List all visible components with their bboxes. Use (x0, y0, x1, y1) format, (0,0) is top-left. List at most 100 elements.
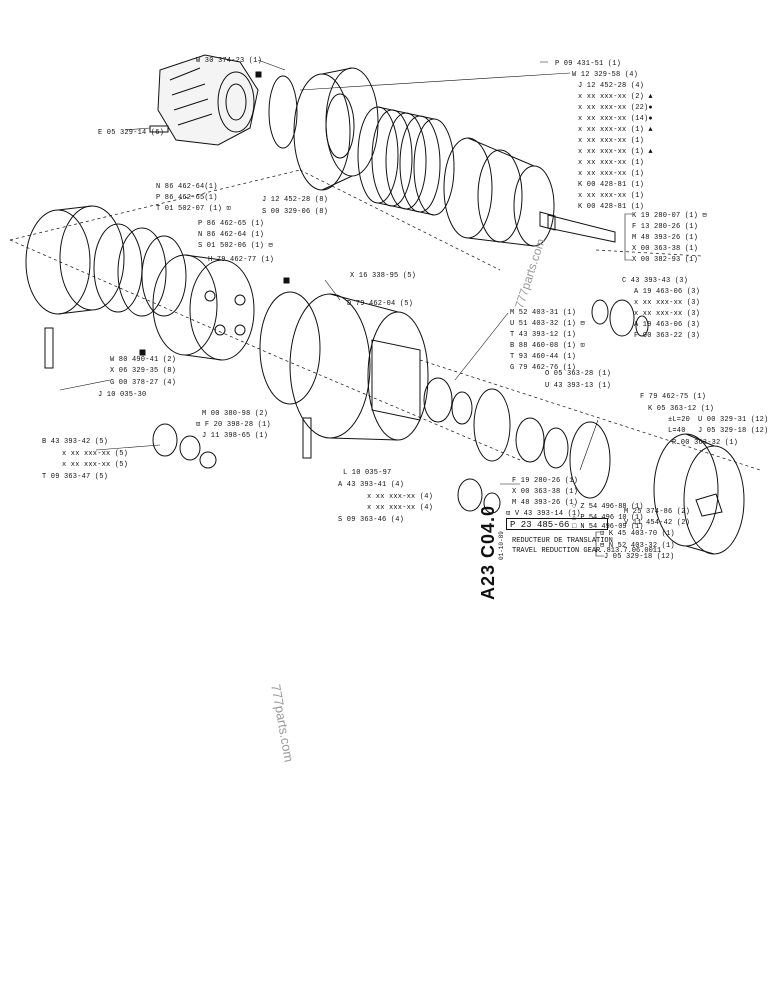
lower-bearings (152, 423, 501, 514)
part-label-f19: F 19 280-26 (1) (512, 477, 579, 485)
part-label-k00a: K 00 428-81 (1) (578, 181, 645, 189)
part-number-box: P 23 485-66 (506, 518, 608, 530)
drawing-date: 01-10-89 (498, 531, 505, 560)
part-label-l20: ±L=20 (668, 416, 691, 424)
o-ring (268, 75, 298, 149)
part-label-t93: T 93 460-44 (1) (510, 353, 577, 361)
part-label-b88: B 88 460-08 (1) ⊡ (510, 342, 585, 350)
legend-item: ○ Z 54 496-88 (1) (572, 503, 643, 511)
part-label-u00: U 00 329-31 (12) (698, 416, 769, 424)
part-label-x00c: X 00 363-38 (1) (512, 488, 579, 496)
part-label-x1: x xx xxx-xx (2) ▲ (578, 93, 653, 101)
part-label-j05a: J 05 329-18 (12) (698, 427, 769, 435)
part-label-f20: ⊡ F 20 398-28 (1) (196, 421, 271, 429)
ring-gear-rings (25, 205, 187, 317)
hydraulic-motor (149, 54, 259, 146)
part-label-m48a: M 48 393-26 (1) (632, 234, 699, 242)
part-label-g79: G 79 462-76 (1) (510, 364, 577, 372)
plug-left (44, 327, 54, 369)
title-english: TRAVEL REDUCTION GEAR (512, 547, 601, 555)
part-label-v43: ⊡ V 43 393-14 (1) (506, 510, 581, 518)
part-label-w30: W 30 374-23 (1) (196, 57, 263, 65)
part-label-m25: M 25 374-86 (2) (624, 508, 691, 516)
part-label-e05: E 05 329-14 (6) (98, 129, 165, 137)
part-label-x00b: X 00 382-93 (1) (632, 256, 699, 264)
legend-text: P 54 496 10 (1) (580, 514, 644, 522)
part-label-x11: x xx xxx-xx (3) (634, 310, 701, 318)
part-label-x2: x xx xxx-xx (22)● (578, 104, 653, 112)
part-label-o05: O 05 363-28 (1) (545, 370, 612, 378)
end-cover (653, 433, 745, 555)
legend-item: △ P 54 496 10 (1) (572, 513, 643, 522)
part-label-t01: T 01 502-07 (1) ⊡ (156, 205, 231, 213)
part-label-x12: x xx xxx-xx (5) (62, 450, 129, 458)
part-label-m00: M 00 380-98 (2) (202, 410, 269, 418)
part-label-x9: x xx xxx-xx (1) (578, 192, 645, 200)
part-label-n86b: N 86 462-64 (1) (198, 231, 265, 239)
serial-number: ...813.7.06.0011 (594, 547, 662, 555)
part-label-j12a: J 12 452-28 (4) (578, 82, 645, 90)
part-label-p86a: P 86 462-65(1) (156, 194, 218, 202)
part-label-j12b: J 12 452-28 (8) (262, 196, 329, 204)
brake-disc-pack (357, 106, 455, 216)
part-label-p09: P 09 431-51 (1) (555, 60, 622, 68)
planet-carrier-2 (473, 388, 611, 499)
part-label-n52: ⊟ N 52 403-32 (1) (600, 542, 675, 550)
legend-text: N 54 496-09 (1) (580, 523, 644, 531)
part-label-r00: R 00 363-32 (1) (672, 439, 739, 447)
part-label-x13: x xx xxx-xx (5) (62, 461, 129, 469)
drawing-section-code: A23 C04.0 (478, 504, 498, 600)
part-label-j05b: J 05 329-18 (12) (604, 553, 675, 561)
part-label-m48b: M 48 393-26 (1) (512, 499, 579, 507)
part-label-x8: x xx xxx-xx (1) (578, 170, 645, 178)
part-label-k45: ⊡ K 45 403-70 (1) (600, 530, 675, 538)
part-label-b43: B 43 393-42 (5) (42, 438, 109, 446)
part-label-x5: x xx xxx-xx (1) (578, 137, 645, 145)
part-label-j11: J 11 398-65 (1) (202, 432, 269, 440)
legend-item: □ N 54 496-09 (1) (572, 523, 643, 531)
part-label-s09: S 09 363-46 (4) (338, 516, 405, 524)
part-label-c43: C 43 393-43 (3) (622, 277, 689, 285)
legend-symbol-circle-icon: ○ (572, 503, 577, 511)
adapter-flange (293, 67, 379, 191)
part-label-u51: U 51 403-32 (1) ⊟ (510, 320, 585, 328)
gear-housing (259, 291, 429, 441)
part-label-a19a: A 19 463-06 (3) (634, 288, 701, 296)
part-label-x00a: X 00 363-38 (1) (632, 245, 699, 253)
part-label-f00a: F 00 363-22 (3) (634, 332, 701, 340)
part-label-k05: K 05 363-12 (1) (648, 405, 715, 413)
part-label-x14: x xx xxx-xx (4) (367, 493, 434, 501)
part-label-g00: G 00 378-27 (4) (110, 379, 177, 387)
part-label-w12: W 12 329-58 (4) (572, 71, 639, 79)
title-french: REDUCTEUR DE TRANSLATION (512, 537, 613, 545)
part-label-j10a: J 10 035-30 (98, 391, 147, 399)
part-label-x6: x xx xxx-xx (1) ▲ (578, 148, 653, 156)
part-label-v11: V 11 454-42 (2) (624, 519, 691, 527)
part-label-a19b: A 19 463-06 (3) (634, 321, 701, 329)
legend-symbol-square-icon: □ (572, 523, 577, 531)
part-label-x16: X 16 338-95 (5) (350, 272, 417, 280)
legend-symbol-triangle-icon: △ (572, 514, 577, 522)
part-label-h79: H 79 462-77 (1) (208, 256, 275, 264)
part-label-x06: X 06 329-35 (8) (110, 367, 177, 375)
part-label-f13: F 13 280-26 (1) (632, 223, 699, 231)
part-label-l40: L=40 (668, 427, 686, 435)
part-label-t09: T 09 363-47 (5) (42, 473, 109, 481)
drive-shaft (539, 211, 616, 243)
legend-text: Z 54 496-88 (1) (580, 503, 644, 511)
part-label-a43: A 43 393-41 (4) (338, 481, 405, 489)
planet-gears (591, 299, 649, 337)
part-label-k00b: K 00 428-81 (1) (578, 203, 645, 211)
part-label-n86a: N 86 462-64(1) (156, 183, 218, 191)
sun-gear (423, 377, 473, 425)
part-label-k19a: K 19 280-07 (1) ⊟ (632, 212, 707, 220)
part-label-f79: F 79 462-75 (1) (640, 393, 707, 401)
part-label-x3: x xx xxx-xx (14)● (578, 115, 653, 123)
part-label-s01: S 01 502-06 (1) ⊟ (198, 242, 273, 250)
part-label-w80: W 80 490-41 (2) (110, 356, 177, 364)
piston-carrier (443, 137, 555, 247)
part-label-p86b: P 86 462-65 (1) (198, 220, 265, 228)
part-number: P 23 485-66 (510, 520, 570, 530)
plug-center (302, 417, 312, 459)
